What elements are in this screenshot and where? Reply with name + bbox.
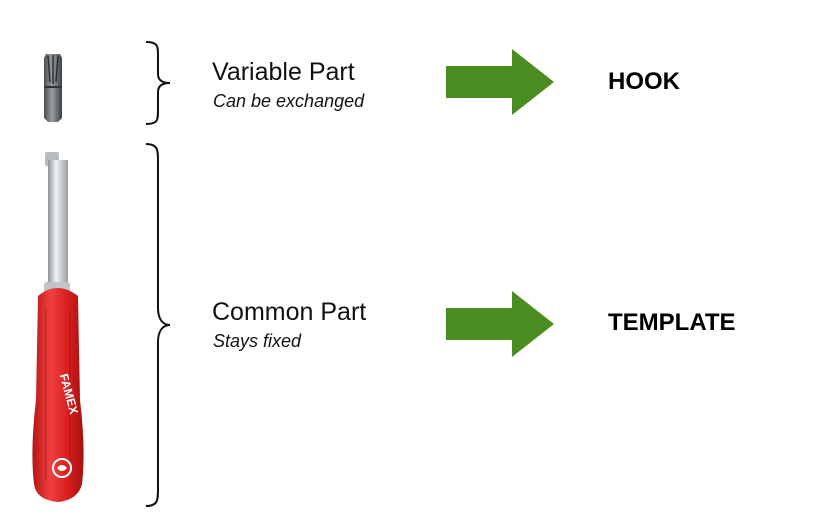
arrow-right-icon (446, 291, 554, 357)
common-part-title: Common Part (212, 298, 367, 326)
arrow-right-icon (446, 49, 554, 115)
curly-brace-icon (145, 143, 171, 507)
variable-part-subtitle: Can be exchanged (213, 91, 365, 111)
variable-part-title: Variable Part (212, 58, 355, 86)
hook-label: HOOK (608, 68, 680, 95)
screwdriver-icon: FAMEX (32, 152, 84, 502)
screwdriver-bit-icon (44, 54, 62, 122)
curly-brace-icon (145, 41, 171, 125)
common-part-subtitle: Stays fixed (213, 331, 302, 351)
template-label: TEMPLATE (608, 309, 736, 336)
